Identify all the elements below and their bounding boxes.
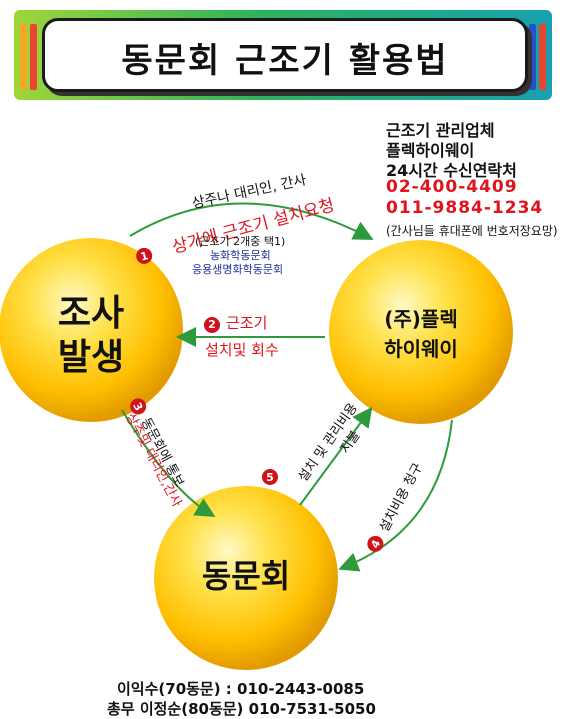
node-company: (주)플렉 하이웨이 <box>384 307 458 361</box>
step1-badge <box>136 247 153 264</box>
step2-badge: 2 <box>204 313 220 333</box>
node-incident: 조사 발생 <box>57 293 125 378</box>
step2-label-2: 설치및 회수 <box>205 341 279 359</box>
contact-line-1: 근조기 관리업체 <box>386 121 495 140</box>
step1-number: 1 <box>139 249 150 264</box>
step4-label: 설치비용 청구 <box>377 461 426 535</box>
step5-number: 5 <box>266 471 274 484</box>
page-title: 동문회 근조기 활용법 <box>121 41 449 81</box>
banner-stripe <box>30 24 37 90</box>
contact-line-2: 플렉하이웨이 <box>386 141 475 160</box>
arrow-step5 <box>299 406 373 506</box>
right-node-circle <box>329 240 513 424</box>
footer-contact-2: 총무 이정순(80동문) 010-7531-5050 <box>107 700 376 718</box>
choice-note: (근조기 2개중 택1) <box>195 235 286 248</box>
footer-contact-1: 이익수(70동문) : 010-2443-0085 <box>117 680 365 698</box>
title-box: 동문회 근조기 활용법 <box>42 18 528 92</box>
node-alumni: 동문회 <box>201 557 291 595</box>
step2-number: 2 <box>204 317 220 333</box>
step3-badge <box>130 398 147 415</box>
option-2: 응용생명화학동문회 <box>192 263 284 276</box>
banner-stripe <box>529 24 536 90</box>
arrow-step3 <box>121 409 216 518</box>
step2-label-1: 근조기 <box>226 314 268 332</box>
phone-1: 02-400-4409 <box>386 177 518 197</box>
banner-stripe <box>20 24 27 90</box>
banner-stripe <box>539 24 546 90</box>
bottom-node-circle <box>154 486 338 670</box>
phone-2: 011-9884-1234 <box>386 198 544 218</box>
step5-badge <box>262 469 278 485</box>
left-node-circle <box>0 238 183 422</box>
title-banner: 동문회 근조기 활용법 <box>14 10 552 100</box>
contact-note: (간사님들 휴대폰에 번호저장요망) <box>386 224 558 238</box>
contact-line-3: 24시간 수신연락처 <box>386 161 517 180</box>
step4-badge <box>367 535 384 552</box>
arrow-step1 <box>129 202 374 240</box>
option-1: 농화학동문회 <box>210 249 271 262</box>
arrow-step4 <box>338 419 453 572</box>
